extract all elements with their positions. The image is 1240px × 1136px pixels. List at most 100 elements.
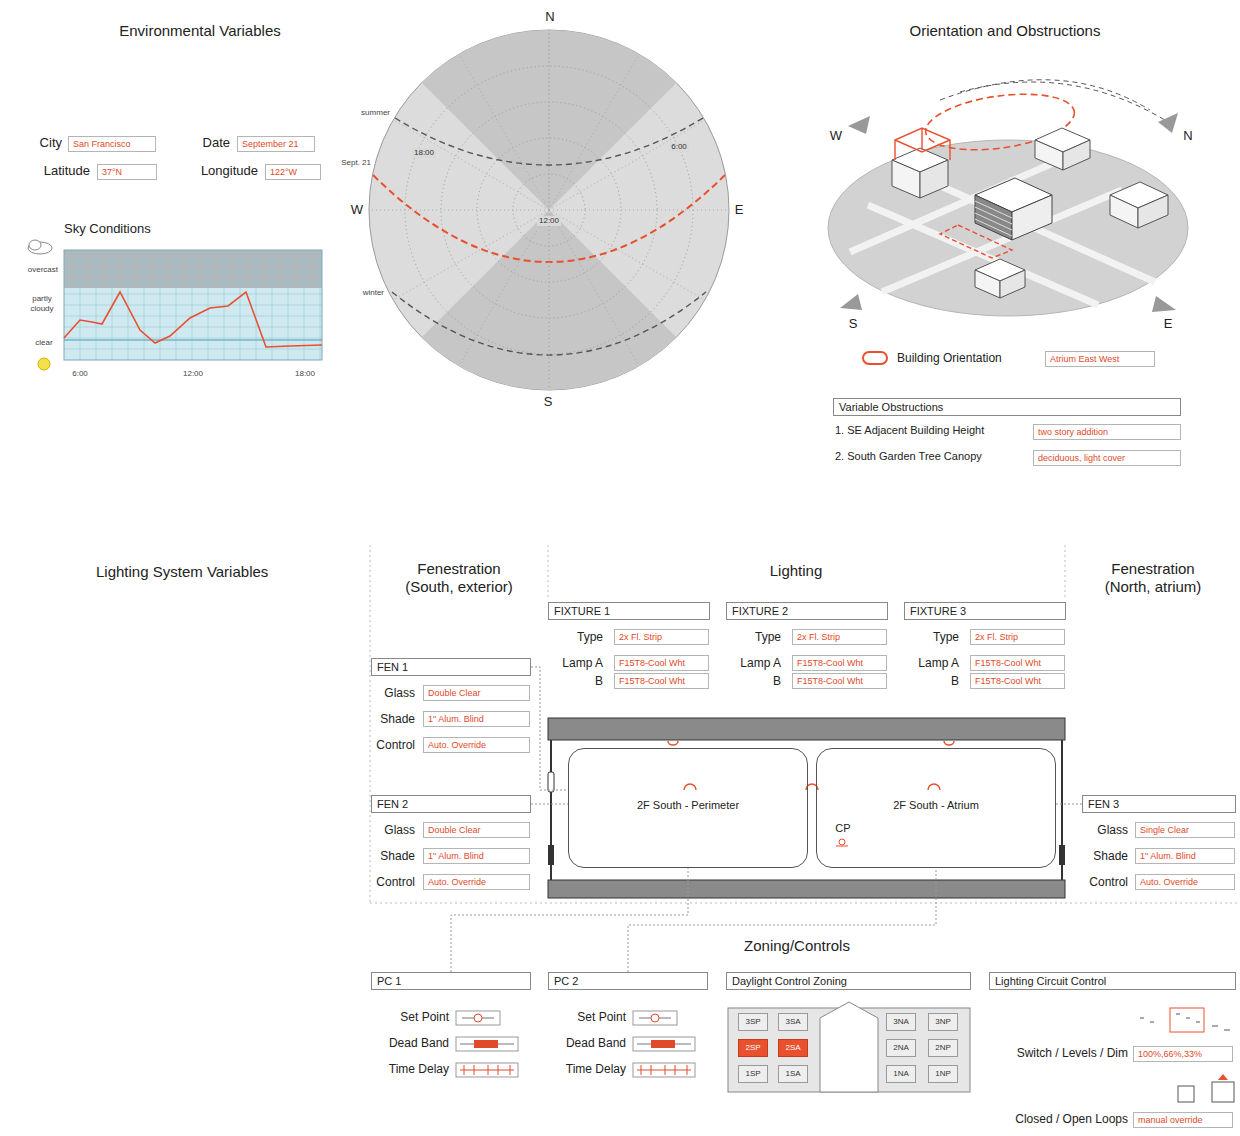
panel-header: FIXTURE 2: [726, 602, 888, 620]
node-text: Lighting Circuit Control: [995, 975, 1106, 987]
node-text: FIXTURE 3: [910, 605, 966, 617]
value-field: San Francisco: [68, 136, 156, 152]
sky-chart-part-part: [64, 327, 322, 328]
label-text: 1. SE Adjacent Building Height: [835, 424, 984, 437]
sky-chart: [28, 240, 322, 370]
site-isometric-part: [850, 160, 1155, 305]
site-isometric-part: [1035, 140, 1063, 170]
building-section-part: [548, 880, 1065, 898]
label-text: Type: [933, 630, 959, 644]
label-text: Lamp A: [918, 656, 959, 670]
panel-header: FIXTURE 1: [548, 602, 710, 620]
node-text: FIXTURE 2: [732, 605, 788, 617]
sky-chart-part-part: [64, 272, 322, 273]
node-text: 1SP: [745, 1069, 760, 1078]
node-text: 2NA: [893, 1043, 909, 1052]
node-text: FIXTURE 1: [554, 605, 610, 617]
node-text: September 21: [242, 139, 299, 149]
label-text: Closed / Open Loops: [1015, 1112, 1128, 1126]
zone-cell: 3SA: [778, 1013, 808, 1031]
node-text: FEN 2: [377, 798, 408, 810]
value-field: F15T8-Cool Wht: [970, 655, 1065, 671]
node-text: 1NA: [893, 1069, 909, 1078]
value-field: 100%,66%,33%: [1133, 1046, 1233, 1062]
separators: [370, 545, 1240, 905]
zone-cell: 2NP: [928, 1039, 958, 1057]
value-field: 1" Alum. Blind: [423, 711, 530, 727]
site-isometric-part: [863, 352, 887, 364]
site-isometric-part: [940, 80, 1168, 122]
label-text: Shade: [380, 849, 415, 863]
node-text: F15T8-Cool Wht: [797, 658, 863, 668]
label-text: partly cloudy: [27, 294, 57, 313]
building-section-part: [839, 839, 845, 845]
label-text: E: [735, 202, 744, 218]
building-section-part: [1059, 845, 1065, 865]
label-text: Longitude: [201, 163, 258, 179]
value-field: Single Clear: [1135, 822, 1235, 838]
node-text: PC 2: [554, 975, 578, 987]
node-text: Atrium East West: [1050, 354, 1119, 364]
site-isometric-part: [1158, 113, 1178, 133]
label-text: Shade: [380, 712, 415, 726]
label-text: winter: [363, 288, 384, 298]
sky-chart-part-part: [64, 283, 322, 284]
node-text: 2SA: [785, 1043, 800, 1052]
node-text: 3NA: [893, 1017, 909, 1026]
sun-path-sphere-part: [369, 30, 729, 390]
label-text: Type: [577, 630, 603, 644]
label-text: Lighting: [770, 562, 823, 580]
building-section-part: [548, 772, 554, 792]
sky-chart-part: [64, 250, 322, 360]
label-text: clear: [35, 338, 52, 348]
label-text: B: [595, 674, 603, 688]
node-text: 100%,66%,33%: [1138, 1049, 1202, 1059]
node-text: 3SP: [745, 1017, 760, 1026]
sky-chart-part: [64, 250, 322, 288]
sun-path-sphere-part-part: [549, 210, 729, 211]
sun-path-sphere-part: [549, 30, 550, 390]
site-isometric-part: [1152, 296, 1176, 312]
building-section-part: [684, 784, 940, 790]
site-isometric-part: [840, 294, 862, 310]
label-text: overcast: [28, 265, 58, 275]
site-isometric-part: [975, 195, 1012, 240]
zone-box: 2F South - Perimeter: [568, 748, 808, 868]
sun-path-sphere-part: [373, 175, 725, 262]
node-text: Auto. Override: [428, 877, 486, 887]
node-text: Auto. Override: [428, 740, 486, 750]
building-section-part: [548, 845, 554, 865]
pc1-widgets: [456, 1011, 518, 1077]
value-field: 1" Alum. Blind: [1135, 848, 1235, 864]
label-text: 12:00: [537, 216, 561, 226]
value-field: 2x Fl. Strip: [614, 629, 709, 645]
zone-cell: 2NA: [886, 1039, 916, 1057]
label-text: 18:00: [295, 369, 315, 379]
node-text: 2NP: [935, 1043, 951, 1052]
label-text: 2. South Garden Tree Canopy: [835, 450, 982, 463]
label-text: N: [1183, 128, 1192, 144]
label-text: E: [1164, 316, 1173, 332]
zoning-plan-part: [820, 1002, 878, 1092]
panel-header: Lighting Circuit Control: [989, 972, 1236, 990]
label-text: W: [351, 202, 363, 218]
building-section-part: [548, 718, 1065, 740]
value-field: F15T8-Cool Wht: [614, 655, 709, 671]
node-text: Single Clear: [1140, 825, 1189, 835]
value-field: 1" Alum. Blind: [423, 848, 530, 864]
node-text: 1" Alum. Blind: [1140, 851, 1196, 861]
label-text: Zoning/Controls: [744, 937, 850, 955]
site-isometric: [828, 80, 1188, 364]
site-isometric-part: [1138, 195, 1168, 228]
panel-header: Variable Obstructions: [833, 398, 1181, 416]
label-text: Orientation and Obstructions: [910, 22, 1101, 40]
node-text: 2x Fl. Strip: [797, 632, 840, 642]
node-text: 122°W: [270, 167, 297, 177]
value-field: F15T8-Cool Wht: [792, 655, 887, 671]
label-text: Lighting System Variables: [96, 563, 268, 581]
label-text: Type: [755, 630, 781, 644]
site-isometric-part: [975, 270, 1000, 298]
value-field: Double Clear: [423, 822, 530, 838]
site-isometric-part: [1000, 270, 1025, 298]
label-text: Dead Band: [389, 1036, 449, 1050]
